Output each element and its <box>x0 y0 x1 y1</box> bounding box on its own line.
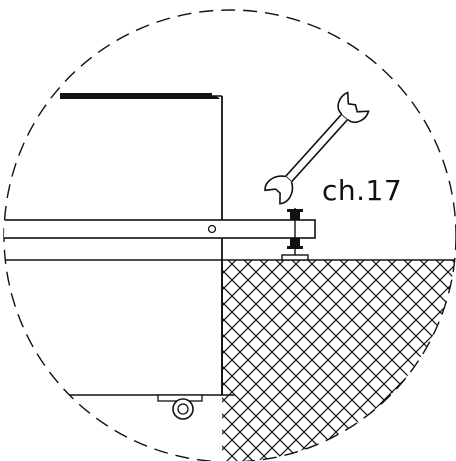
wrench-icon <box>264 91 370 205</box>
cabinet-body <box>40 93 235 396</box>
wrench-size-label: ch.17 <box>322 174 402 207</box>
bracket-hole <box>207 224 217 234</box>
hatched-foundation <box>221 259 456 461</box>
caster-wheel <box>157 394 203 420</box>
bolt-assembly <box>281 208 309 261</box>
mounting-bracket <box>4 219 316 239</box>
